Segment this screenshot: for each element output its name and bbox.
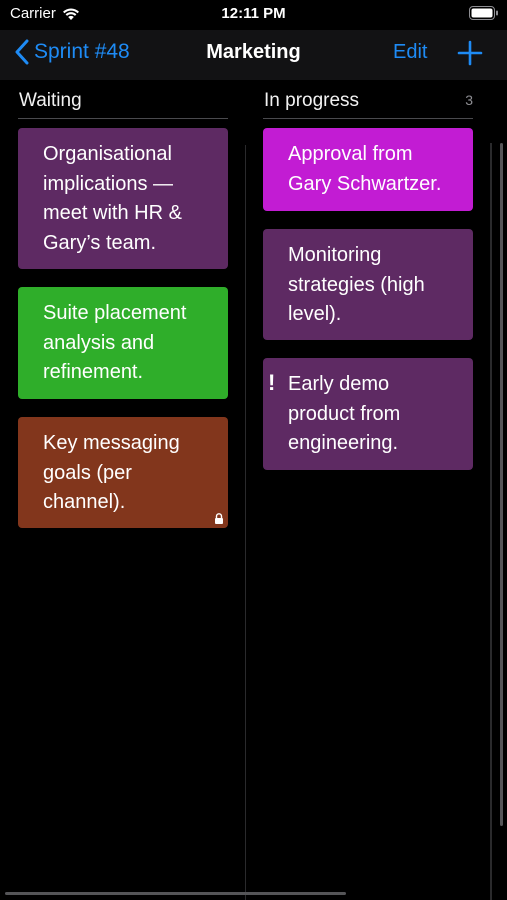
- lock-icon: [215, 513, 223, 524]
- clock: 12:11 PM: [221, 5, 286, 22]
- card[interactable]: Monitoring strategies (high level).: [263, 229, 473, 340]
- column-header-waiting: Waiting: [18, 88, 228, 119]
- card[interactable]: ! Early demo product from engineering.: [263, 358, 473, 470]
- wifi-icon: [62, 7, 79, 20]
- navigation-bar: Sprint #48 Marketing Edit: [0, 30, 507, 80]
- column-title: Waiting: [19, 90, 82, 111]
- carrier-label: Carrier: [10, 5, 56, 22]
- plus-icon[interactable]: [457, 40, 483, 66]
- vertical-scrollbar[interactable]: [500, 143, 503, 826]
- card[interactable]: Suite placement analysis and refinement.: [18, 287, 228, 399]
- chevron-left-icon: [15, 39, 29, 65]
- back-button[interactable]: Sprint #48: [14, 39, 130, 65]
- column-count: 3: [465, 92, 473, 108]
- page-title: Marketing: [206, 41, 301, 63]
- card-text: Key messaging goals (per channel).: [43, 432, 180, 513]
- card-text: Organisational implications — meet with …: [43, 143, 182, 254]
- column-title: In progress: [264, 90, 360, 111]
- back-button-label: Sprint #48: [34, 40, 130, 63]
- column-divider: [245, 145, 246, 900]
- card[interactable]: Organisational implications — meet with …: [18, 128, 228, 269]
- card-text: Approval from Gary Schwartzer.: [288, 143, 442, 195]
- column-header-in-progress: In progress 3: [263, 88, 473, 119]
- edit-button[interactable]: Edit: [393, 41, 428, 63]
- battery-icon: [469, 6, 498, 20]
- card[interactable]: Approval from Gary Schwartzer.: [263, 128, 473, 211]
- card-text: Suite placement analysis and refinement.: [43, 302, 187, 383]
- horizontal-scrollbar[interactable]: [5, 892, 346, 895]
- exclamation-icon: !: [268, 370, 276, 395]
- status-bar: Carrier 12:11 PM: [0, 0, 507, 30]
- card-text: Early demo product from engineering.: [288, 373, 401, 454]
- card[interactable]: Key messaging goals (per channel).: [18, 417, 228, 528]
- column-scroll-track: [490, 143, 492, 900]
- card-text: Monitoring strategies (high level).: [288, 244, 425, 325]
- carrier-info: Carrier: [10, 5, 80, 22]
